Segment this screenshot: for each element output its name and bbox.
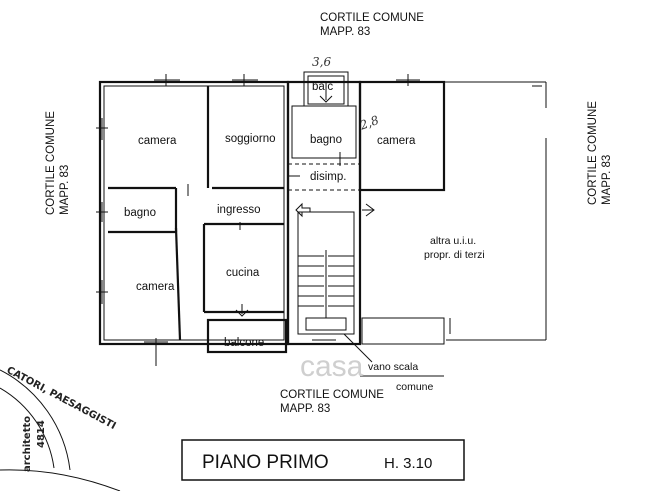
stair-treads bbox=[298, 250, 354, 331]
courtyard-top-label: CORTILE COMUNE MAPP. 83 bbox=[320, 12, 424, 38]
title-text: PIANO PRIMO bbox=[202, 452, 329, 473]
courtyard-right-line2: MAPP. 83 bbox=[601, 155, 613, 205]
arrow-down-icon bbox=[235, 304, 249, 317]
room-camera-right: camera bbox=[377, 135, 416, 147]
stamp-line2: 4814 bbox=[36, 420, 47, 448]
room-balcone: balcone bbox=[224, 337, 264, 349]
courtyard-right-label: CORTILE COMUNE MAPP. 83 bbox=[587, 101, 613, 205]
room-bagno-left: bagno bbox=[124, 207, 156, 219]
courtyard-bottom-line1: CORTILE COMUNE bbox=[280, 389, 384, 401]
floor-height: H. 3.10 bbox=[384, 455, 432, 472]
stair-label-line2: comune bbox=[396, 381, 434, 393]
courtyard-left-line1: CORTILE COMUNE bbox=[45, 111, 57, 215]
courtyard-top-line1: CORTILE COMUNE bbox=[320, 12, 424, 24]
stamp-inner-arc bbox=[0, 387, 55, 469]
courtyard-left-label: CORTILE COMUNE MAPP. 83 bbox=[45, 111, 71, 215]
stair-label: vano scala comune bbox=[343, 333, 444, 393]
balcone-outline bbox=[206, 318, 288, 354]
room-soggiorno: soggiorno bbox=[225, 133, 276, 145]
handwritten-note-top: 3,6 bbox=[312, 55, 331, 69]
architect-stamp: CATORI, PAESAGGISTI architetto 4814 bbox=[0, 365, 121, 491]
central-core bbox=[286, 71, 444, 346]
right-wing bbox=[358, 80, 547, 345]
room-altra-uiu-line2: propr. di terzi bbox=[424, 249, 485, 261]
stair-label-line1: vano scala bbox=[368, 361, 418, 373]
room-camera-bottom-left: camera bbox=[136, 281, 175, 293]
courtyard-bottom-line2: MAPP. 83 bbox=[280, 403, 330, 415]
room-altra-uiu-line1: altra u.i.u. bbox=[430, 235, 476, 247]
stamp-line1: architetto bbox=[22, 416, 33, 472]
door-marks bbox=[187, 90, 375, 317]
room-balc: balc bbox=[312, 81, 333, 93]
courtyard-top-line2: MAPP. 83 bbox=[320, 26, 370, 38]
interior-walls bbox=[108, 86, 284, 341]
window-marks bbox=[96, 74, 420, 366]
room-camera-top-left: camera bbox=[138, 135, 177, 147]
arrow-right-icon bbox=[362, 203, 375, 217]
room-disimp: disimp. bbox=[310, 171, 346, 183]
room-ingresso: ingresso bbox=[217, 204, 260, 216]
courtyard-right-line1: CORTILE COMUNE bbox=[587, 101, 599, 205]
room-cucina: cucina bbox=[226, 267, 260, 279]
room-bagno-center: bagno bbox=[310, 134, 342, 146]
courtyard-bottom-label: CORTILE COMUNE MAPP. 83 bbox=[280, 389, 384, 415]
arrow-down-balc-icon bbox=[319, 90, 333, 103]
watermark: casa bbox=[300, 350, 364, 383]
stamp-outer-arc bbox=[0, 369, 71, 471]
handwritten-note-camera: 2,8 bbox=[357, 113, 381, 133]
title-block: PIANO PRIMO H. 3.10 bbox=[181, 439, 465, 481]
courtyard-left-line2: MAPP. 83 bbox=[59, 165, 71, 215]
arrow-left-icon bbox=[295, 202, 311, 218]
